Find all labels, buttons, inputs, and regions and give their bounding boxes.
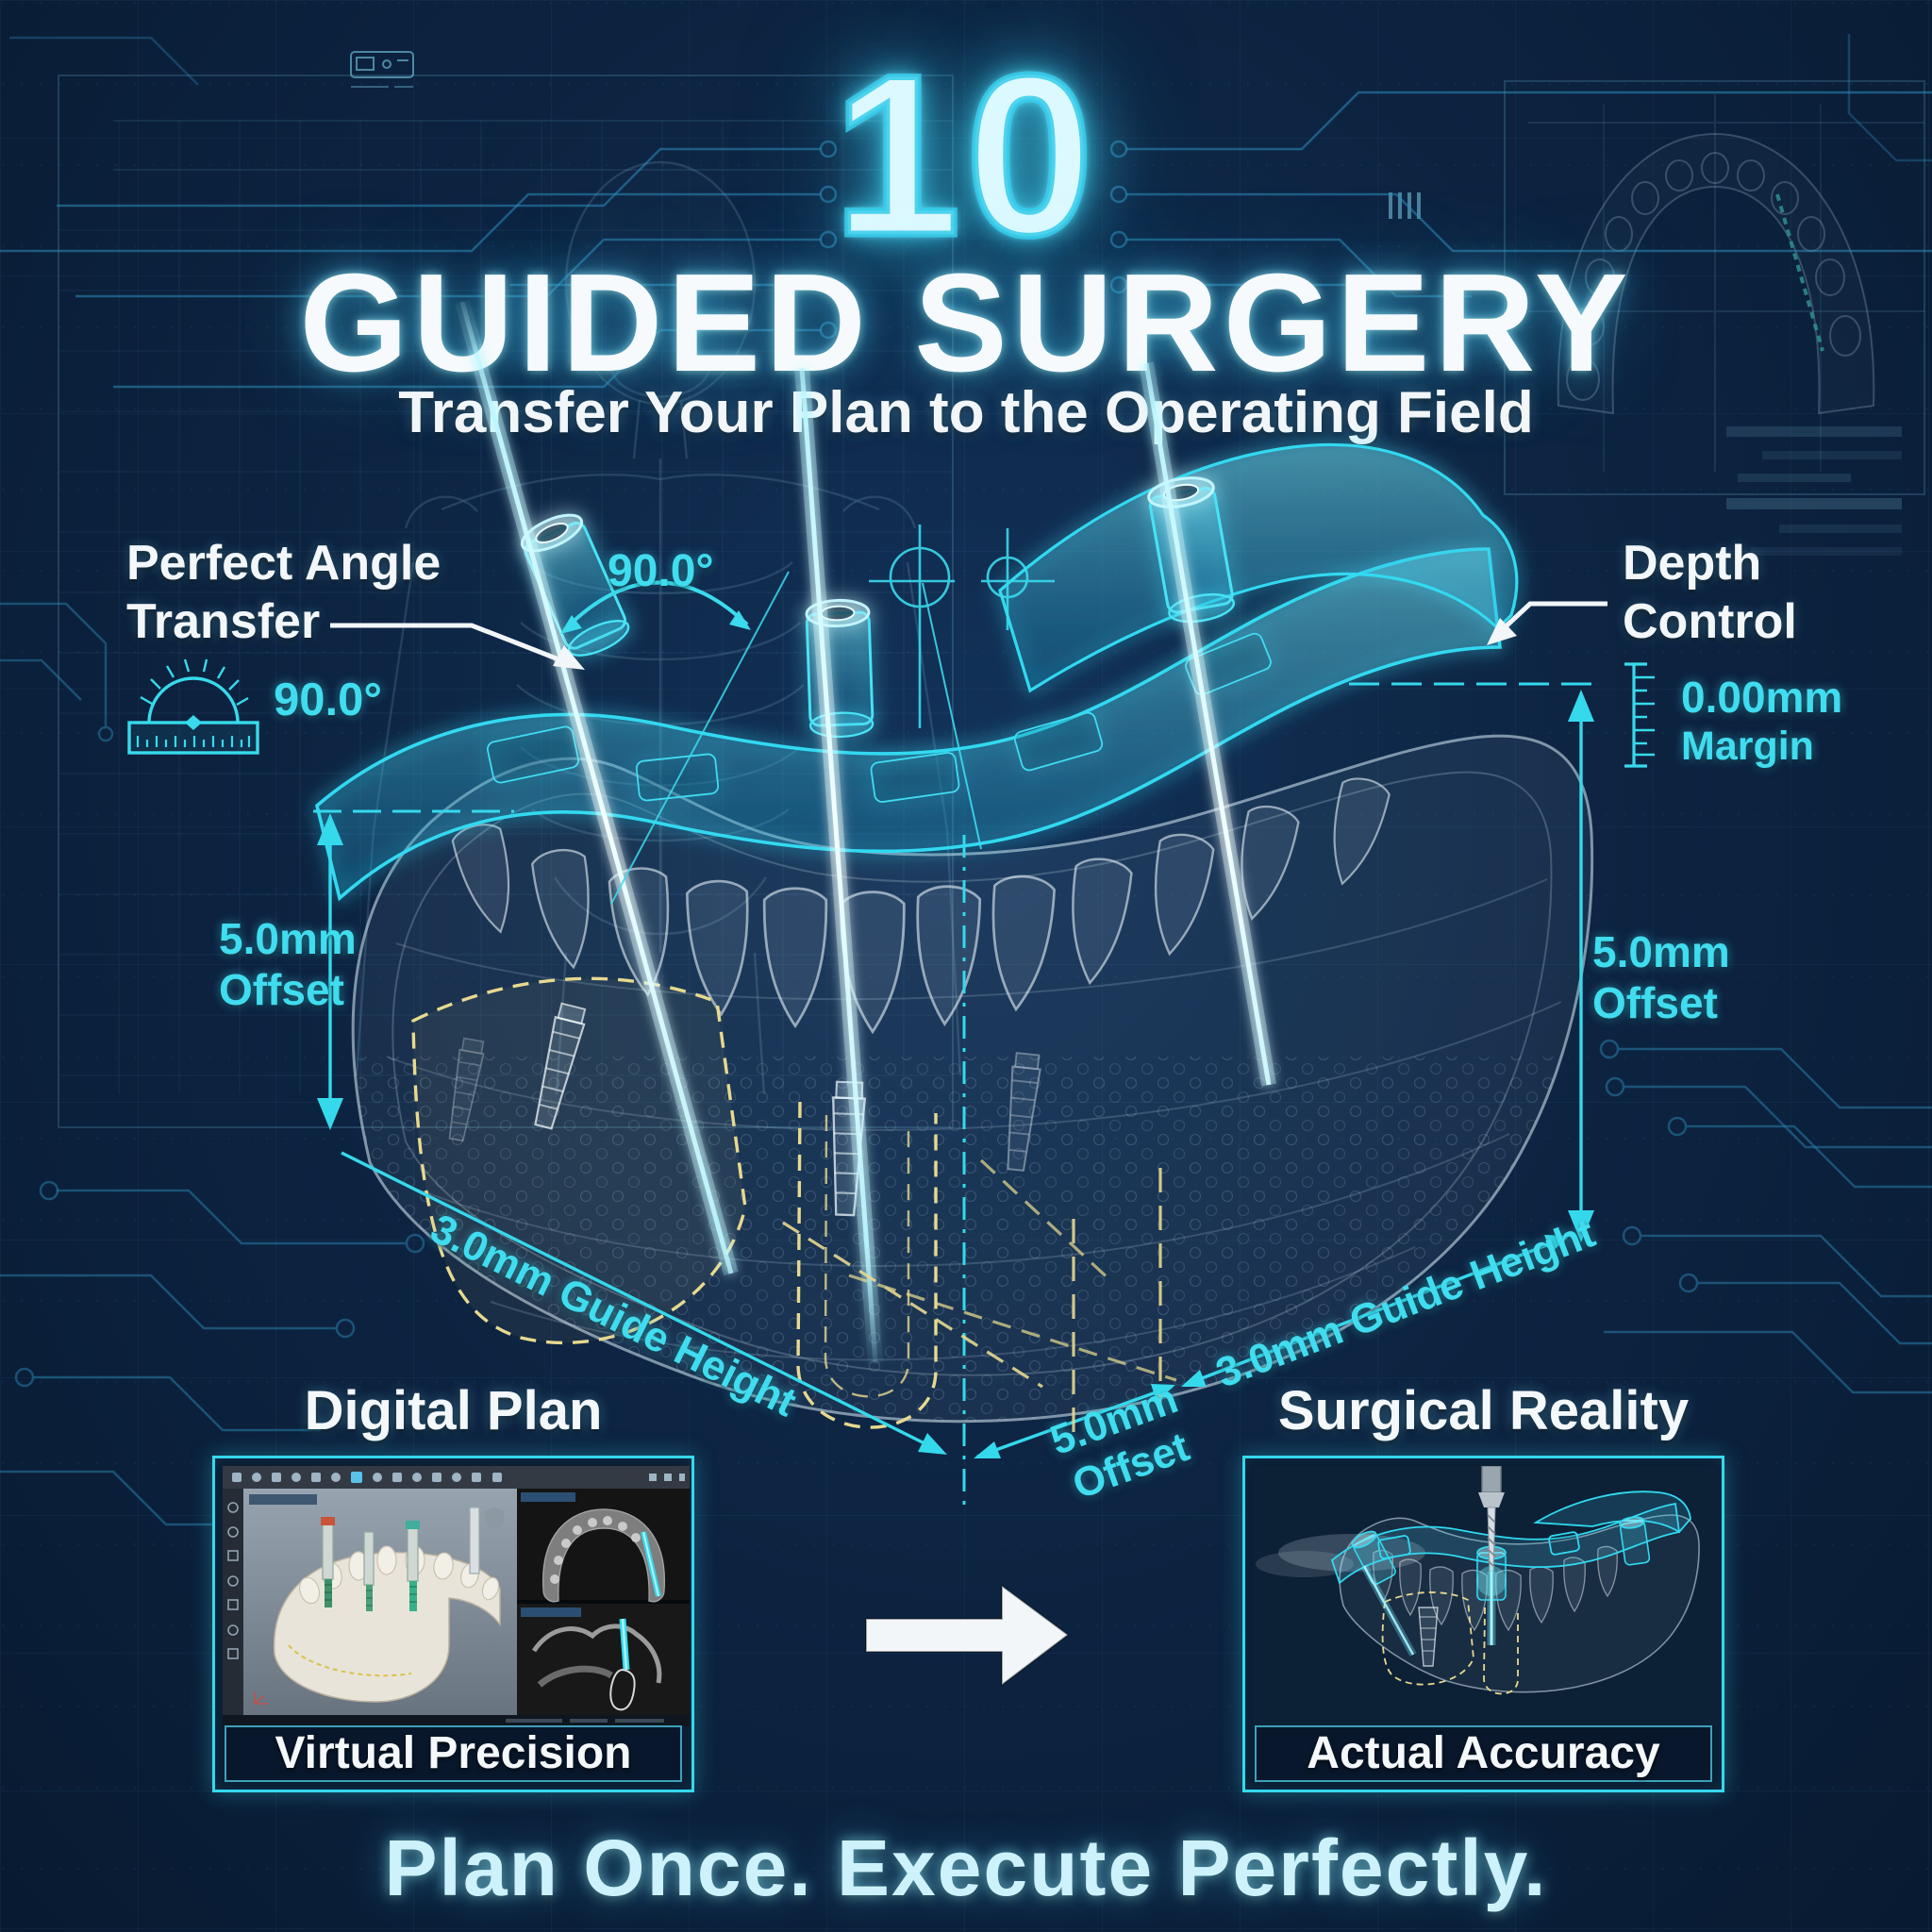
offset-left-v: 5.0mm <box>219 914 357 963</box>
margin-label: 0.00mm Margin <box>1681 672 1842 771</box>
margin-value: 0.00mm <box>1681 673 1843 722</box>
circuit-traces-decor <box>0 34 1932 1526</box>
crosshair-icon <box>869 525 1055 850</box>
angle-arc <box>560 571 790 905</box>
digital-plan-panel: Virtual Precision <box>212 1456 694 1792</box>
offset-left-l: Offset <box>219 965 344 1015</box>
hud-box-decor <box>350 51 414 88</box>
offset-right-label: 5.0mm Offset <box>1592 926 1730 1029</box>
digital-plan-caption: Virtual Precision <box>225 1725 682 1782</box>
surgical-reality-illustration <box>1253 1466 1720 1726</box>
page-title: GUIDED SURGERY <box>299 245 1633 401</box>
offset-right-v: 5.0mm <box>1592 927 1730 976</box>
drill-icon <box>1476 1466 1507 1645</box>
depth-control-label: Depth Control <box>1623 534 1797 652</box>
depth-gauge-icon <box>1624 662 1655 768</box>
surgical-reality-panel: Actual Accuracy <box>1242 1456 1724 1792</box>
perfect-angle-label: Perfect Angle Transfer <box>126 534 441 652</box>
page-subtitle: Transfer Your Plan to the Operating Fiel… <box>398 380 1534 445</box>
yellow-reference-lines <box>782 1158 1177 1432</box>
planning-software-screenshot <box>223 1466 690 1726</box>
footer-tagline: Plan Once. Execute Perfectly. <box>384 1824 1548 1912</box>
digital-plan-title: Digital Plan <box>304 1380 603 1441</box>
tick-marks-decor <box>1389 192 1421 219</box>
depth-control-line2: Control <box>1623 594 1797 650</box>
arch-panel-decor <box>1504 80 1925 495</box>
offset-right-l: Offset <box>1592 978 1718 1028</box>
protractor-icon <box>127 658 259 755</box>
margin-text: Margin <box>1681 724 1814 770</box>
perfect-angle-line1: Perfect Angle <box>126 536 441 591</box>
surgical-reality-caption: Actual Accuracy <box>1255 1725 1712 1782</box>
dimension-lines <box>313 682 1598 1511</box>
offset-left-label2: 5.0mm Offset <box>219 913 357 1016</box>
leader-arrows <box>330 601 1607 670</box>
hud-bars-decor <box>1726 426 1902 556</box>
depth-control-line1: Depth <box>1623 536 1762 591</box>
right-arrow-icon <box>865 1584 1070 1688</box>
chapter-number: 10 <box>830 25 1099 287</box>
arc-angle-value: 90.0° <box>608 546 714 596</box>
surgical-reality-title: Surgical Reality <box>1277 1380 1690 1441</box>
guide-beams <box>455 299 1276 1364</box>
planned-zone-outlines <box>411 976 938 1429</box>
protractor-angle-value: 90.0° <box>274 675 382 725</box>
perfect-angle-line2: Transfer <box>126 594 321 650</box>
jaw-arch-decor <box>1557 132 1875 415</box>
surgical-guide <box>314 442 1519 902</box>
